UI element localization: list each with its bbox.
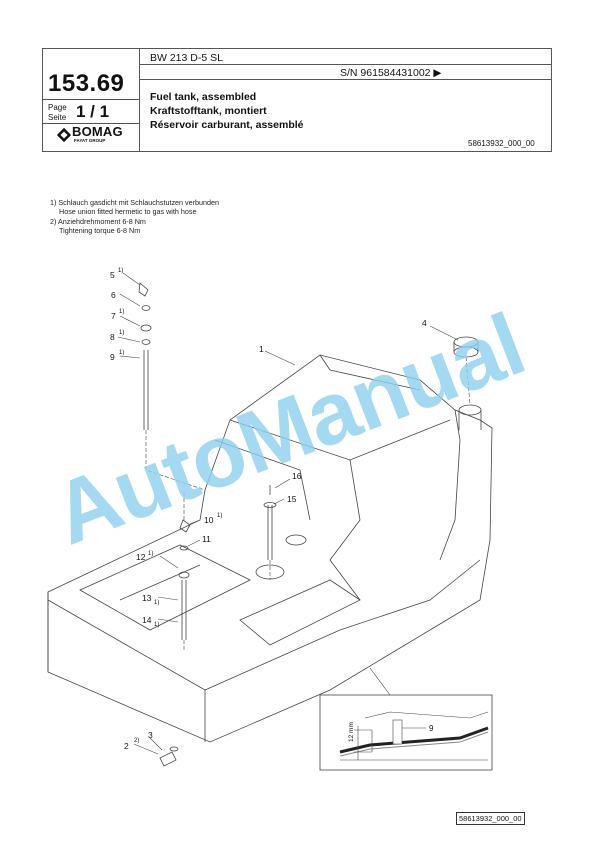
model-name: BW 213 D-5 SL bbox=[150, 52, 223, 64]
page-label: Page Seite bbox=[48, 103, 67, 122]
callout-7: 7 bbox=[111, 311, 116, 321]
callout-14: 14 bbox=[142, 615, 152, 625]
title-en: Fuel tank, assembled bbox=[150, 91, 257, 103]
bomag-logo-icon bbox=[56, 127, 72, 143]
notes: 1) Schlauch gasdicht mit Schlauchstutzen… bbox=[50, 198, 220, 235]
doc-number: 58613932_000_00 bbox=[468, 139, 535, 148]
svg-text:1): 1) bbox=[118, 268, 123, 274]
callout-8: 8 bbox=[110, 332, 115, 342]
title-fr: Réservoir carburant, assemblé bbox=[150, 119, 304, 131]
svg-text:1): 1) bbox=[148, 551, 153, 557]
footer-doc-number: 58613932_000_00 bbox=[456, 812, 525, 825]
svg-text:1): 1) bbox=[119, 330, 124, 336]
callout-1: 1 bbox=[259, 344, 264, 354]
note-1-en: Hose union fitted hermetic to gas with h… bbox=[59, 206, 197, 216]
page-title: Fuel tank, assembled Kraftstofftank, mon… bbox=[150, 90, 304, 132]
detail-callout-9: 9 bbox=[429, 724, 434, 733]
callout-5: 5 bbox=[110, 270, 115, 280]
detail-dimension: 12 mm bbox=[348, 722, 355, 742]
callout-4: 4 bbox=[422, 318, 427, 328]
callout-13: 13 bbox=[142, 593, 152, 603]
page-number: 153.69 bbox=[48, 70, 125, 97]
svg-text:1): 1) bbox=[217, 513, 222, 519]
svg-text:1): 1) bbox=[154, 600, 159, 606]
svg-text:1): 1) bbox=[119, 350, 124, 356]
callout-10: 10 bbox=[204, 515, 214, 525]
serial-number: S/N 961584431002 ▶ bbox=[340, 67, 442, 79]
svg-text:1): 1) bbox=[154, 622, 159, 628]
logo-name: BOMAG bbox=[72, 124, 123, 139]
page-of: 1 / 1 bbox=[76, 102, 110, 121]
note-1: 1) Schlauch gasdicht mit Schlauchstutzen… bbox=[50, 198, 220, 207]
callout-2: 2 bbox=[124, 741, 129, 751]
note-2: 2) Anziehdrehmoment 6-8 Nm bbox=[50, 217, 146, 227]
tank-outline bbox=[47, 354, 493, 743]
callout-6: 6 bbox=[111, 290, 116, 300]
callout-9: 9 bbox=[110, 352, 115, 362]
callout-16: 16 bbox=[292, 471, 302, 481]
callout-15: 15 bbox=[287, 494, 297, 504]
svg-text:1): 1) bbox=[119, 309, 124, 315]
svg-text:2): 2) bbox=[134, 738, 139, 744]
callout-3: 3 bbox=[148, 730, 153, 740]
header-frame bbox=[42, 48, 552, 152]
logo-subtitle: FAYAT GROUP bbox=[74, 138, 106, 143]
note-2-en: Tightening torque 6-8 Nm bbox=[59, 225, 141, 235]
title-de: Kraftstofftank, montiert bbox=[150, 105, 267, 117]
callout-12: 12 bbox=[136, 552, 146, 562]
detail-box bbox=[319, 694, 493, 771]
callout-11: 11 bbox=[202, 534, 211, 544]
